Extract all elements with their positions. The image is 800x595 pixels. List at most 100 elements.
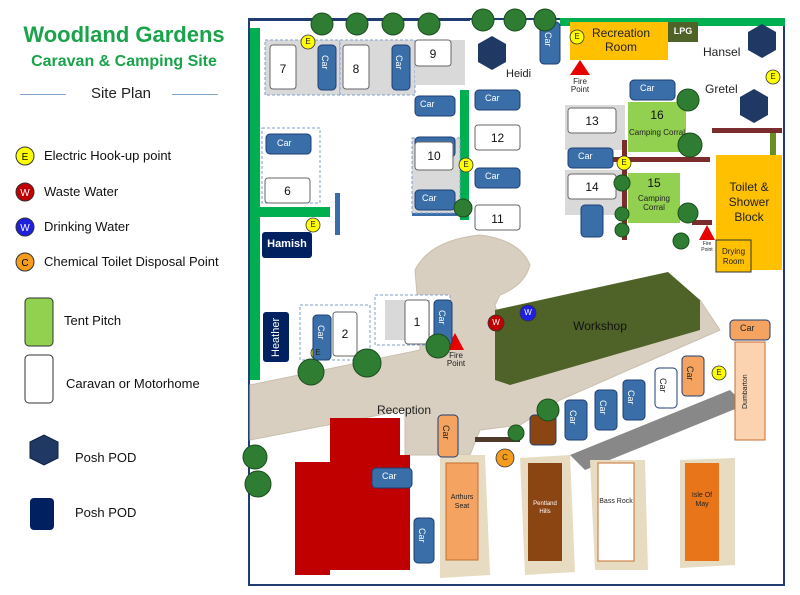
caravan-9	[414, 39, 452, 67]
fire-point-mid	[446, 333, 464, 350]
tree	[352, 348, 382, 378]
car-label: Car	[420, 99, 435, 109]
hedge-mid-bar	[260, 207, 330, 217]
car	[414, 95, 456, 117]
pentland-hills-label: Pentland Hills	[533, 501, 557, 515]
car	[437, 414, 459, 458]
chemical-disposal-legend-icon: C	[15, 252, 35, 272]
legend-electric-label: Electric Hook-up point	[44, 148, 172, 163]
camping-corral-label: Camping Corral	[628, 128, 686, 137]
legend-symbols: E W W C	[15, 146, 59, 530]
dumbarton-label: Dumbarton	[742, 374, 749, 410]
caravan-6	[264, 177, 311, 204]
hookup-symbol: E	[463, 160, 469, 169]
fire-point-top	[570, 60, 590, 75]
hookup-symbol: E	[716, 368, 722, 377]
reception-building	[295, 418, 410, 575]
svg-text:C: C	[21, 258, 28, 269]
divider	[20, 94, 66, 95]
tree	[613, 174, 631, 192]
tree	[345, 12, 369, 36]
hookup-symbol: E	[315, 348, 321, 357]
caravan-8	[342, 44, 370, 90]
car-label: Car	[543, 32, 553, 47]
posh-pod-hex-legend-icon	[29, 434, 59, 466]
car	[371, 467, 413, 489]
car	[317, 44, 337, 91]
electric-hookup-legend-icon: E	[15, 146, 35, 166]
drinking-symbol: W	[524, 308, 532, 317]
page-subtitle: Caravan & Camping Site	[31, 53, 217, 70]
dumbarton-cabin	[734, 341, 766, 441]
fence-bottom-mid	[475, 437, 520, 442]
hookup-point-1	[300, 34, 316, 50]
car-label: Car	[658, 378, 668, 393]
lpg-label: LPG	[673, 26, 693, 36]
tree	[503, 8, 527, 32]
hookup-symbol: E	[310, 220, 316, 229]
posh-pod-rect-legend-icon	[30, 498, 54, 530]
hookup-point-6	[305, 217, 321, 233]
arthurs-seat-cabin	[445, 462, 479, 561]
waste-water-legend-icon: W	[15, 182, 35, 202]
fence-bar	[412, 212, 457, 216]
arthurs-seat-label: Arthurs Seat	[450, 494, 474, 510]
tree	[614, 206, 630, 222]
tree	[297, 358, 325, 386]
hookup-symbol: E	[621, 158, 627, 167]
hamish-label: Hamish	[267, 238, 307, 250]
tree	[310, 12, 334, 36]
site-plan-label: Site Plan	[90, 85, 152, 102]
bass-rock-label: Bass Rock	[599, 498, 633, 505]
car	[414, 189, 456, 211]
tree	[614, 222, 630, 238]
caravan-10	[414, 141, 454, 171]
isle-of-may-cabin	[685, 463, 719, 561]
svg-text:W: W	[20, 223, 30, 234]
car-label: Car	[437, 310, 447, 325]
car-label: Car	[640, 83, 655, 93]
legend-caravan-label: Caravan or Motorhome	[66, 376, 200, 391]
fence-right-post-2	[770, 133, 776, 158]
hansel-pod	[748, 24, 776, 58]
tree	[453, 198, 473, 218]
legend-tent-label: Tent Pitch	[64, 313, 122, 328]
heather-pod	[263, 312, 289, 362]
pitch-number: 14	[585, 180, 599, 194]
gretel-label: Gretel	[705, 82, 738, 96]
bass-rock-cabin	[597, 462, 635, 562]
reception-label: Reception	[376, 403, 432, 417]
toilet-block-label: Toilet & Shower Block	[728, 180, 770, 224]
car-label: Car	[568, 410, 578, 425]
hedge-left	[250, 28, 260, 380]
hookup-symbol: E	[305, 37, 311, 46]
caravan-legend-icon	[24, 354, 54, 404]
car	[413, 517, 435, 564]
caravan-1	[404, 299, 430, 345]
tree	[242, 444, 268, 470]
main-path	[249, 234, 721, 456]
pitch-number: 2	[341, 327, 349, 341]
heidi-pod	[478, 36, 506, 70]
tree	[471, 8, 495, 32]
car	[729, 319, 771, 341]
car-label: Car	[277, 138, 292, 148]
gretel-pod	[740, 89, 768, 123]
hookup-point-8	[711, 365, 727, 381]
fence-right-post	[692, 220, 712, 225]
hookup-symbol: E	[770, 72, 776, 81]
car	[312, 314, 332, 361]
pitch-number: 15	[647, 176, 661, 190]
chemical-disposal-point	[495, 448, 515, 468]
corral-fence-h	[590, 157, 710, 162]
fire-point-label: Fire Point	[701, 241, 713, 253]
tent-pitch-16	[628, 173, 680, 223]
svg-text:E: E	[22, 152, 29, 163]
fence-post	[335, 193, 340, 235]
tree	[677, 132, 703, 158]
car-label: Car	[578, 151, 593, 161]
car-label: Car	[598, 400, 608, 415]
caravan-12	[474, 124, 521, 151]
car	[564, 399, 588, 441]
